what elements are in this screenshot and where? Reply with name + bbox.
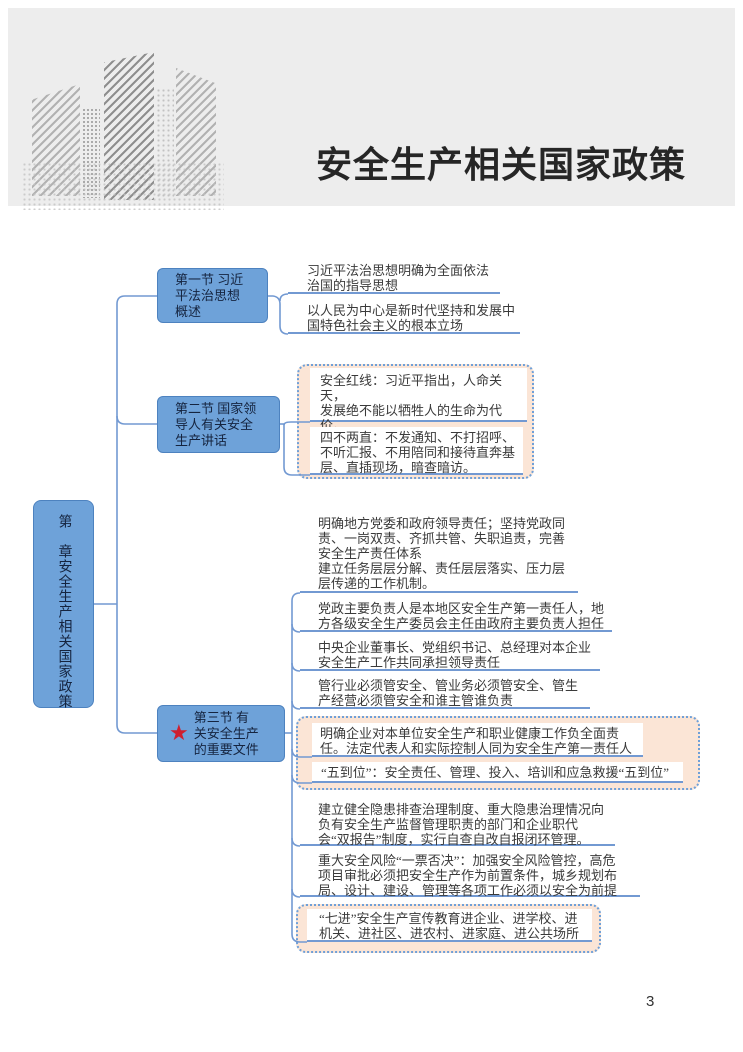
leaf-note: 四不两直：不发通知、不打招呼、 不听汇报、不用陪同和接待直奔基 层、直插现场，暗…: [310, 427, 523, 475]
leaf-note: 明确地方党委和政府领导责任；坚持党政同 责、一岗双责、齐抓共管、失职追责，完善 …: [300, 513, 578, 593]
leaf-note: 明确企业对本单位安全生产和职业健康工作负全面责 任。法定代表人和实际控制人同为安…: [312, 723, 643, 757]
leaf-note: 以人民为中心是新时代坚持和发展中 国特色社会主义的根本立场: [288, 301, 520, 334]
branch-node-label: 第一节 习近 平法治思想 概述: [175, 271, 244, 319]
branch-node-section2: 第二节 国家领 导人有关安全 生产讲话: [157, 396, 280, 453]
root-node-label: 第 章安全生产相关国家政策: [56, 513, 72, 709]
leaf-note: 建立健全隐患排查治理制度、重大隐患治理情况向 负有安全生产监督管理职责的部门和企…: [300, 800, 615, 847]
leaf-note: 习近平法治思想明确为全面依法 治国的指导思想: [288, 261, 500, 294]
leaf-note: “五到位”：安全责任、管理、投入、培训和应急救援“五到位”: [312, 762, 683, 783]
branch-node-label: 第二节 国家领 导人有关安全 生产讲话: [175, 400, 257, 448]
leaf-note: 重大安全风险“一票否决”：加强安全风险管控，高危 项目审批必须把安全生产作为前置…: [300, 851, 640, 898]
building-base: [22, 162, 224, 210]
branch-node-section1: 第一节 习近 平法治思想 概述: [157, 268, 268, 323]
page-number: 3: [646, 993, 655, 1010]
branch-node-section3: ★ 第三节 有 关安全生产 的重要文件: [157, 705, 285, 762]
branch-node-label: 第三节 有 关安全生产 的重要文件: [193, 709, 259, 757]
leaf-note: 中央企业董事长、党组织书记、总经理对本企业 安全生产工作共同承担领导责任: [300, 638, 600, 671]
leaf-note: 安全红线：习近平指出，人命关天， 发展绝不能以牺牲人的生命为代价。 这必须作为一…: [310, 368, 527, 448]
page-header: 安全生产相关国家政策: [8, 8, 735, 210]
leaf-note: 管行业必须管安全、管业务必须管安全、管生 产经营必须管安全和谁主管谁负责: [300, 676, 590, 709]
leaf-note: 党政主要负责人是本地区安全生产第一责任人，地 方各级安全生产委员会主任由政府主要…: [300, 599, 612, 632]
page-title: 安全生产相关国家政策: [316, 144, 687, 185]
buildings-illustration: [18, 44, 228, 212]
leaf-note: “七进”安全生产宣传教育进企业、进学校、进 机关、进社区、进农村、进家庭、进公共…: [307, 909, 592, 942]
root-node: 第 章安全生产相关国家政策: [33, 500, 94, 709]
star-icon: ★: [169, 720, 189, 746]
